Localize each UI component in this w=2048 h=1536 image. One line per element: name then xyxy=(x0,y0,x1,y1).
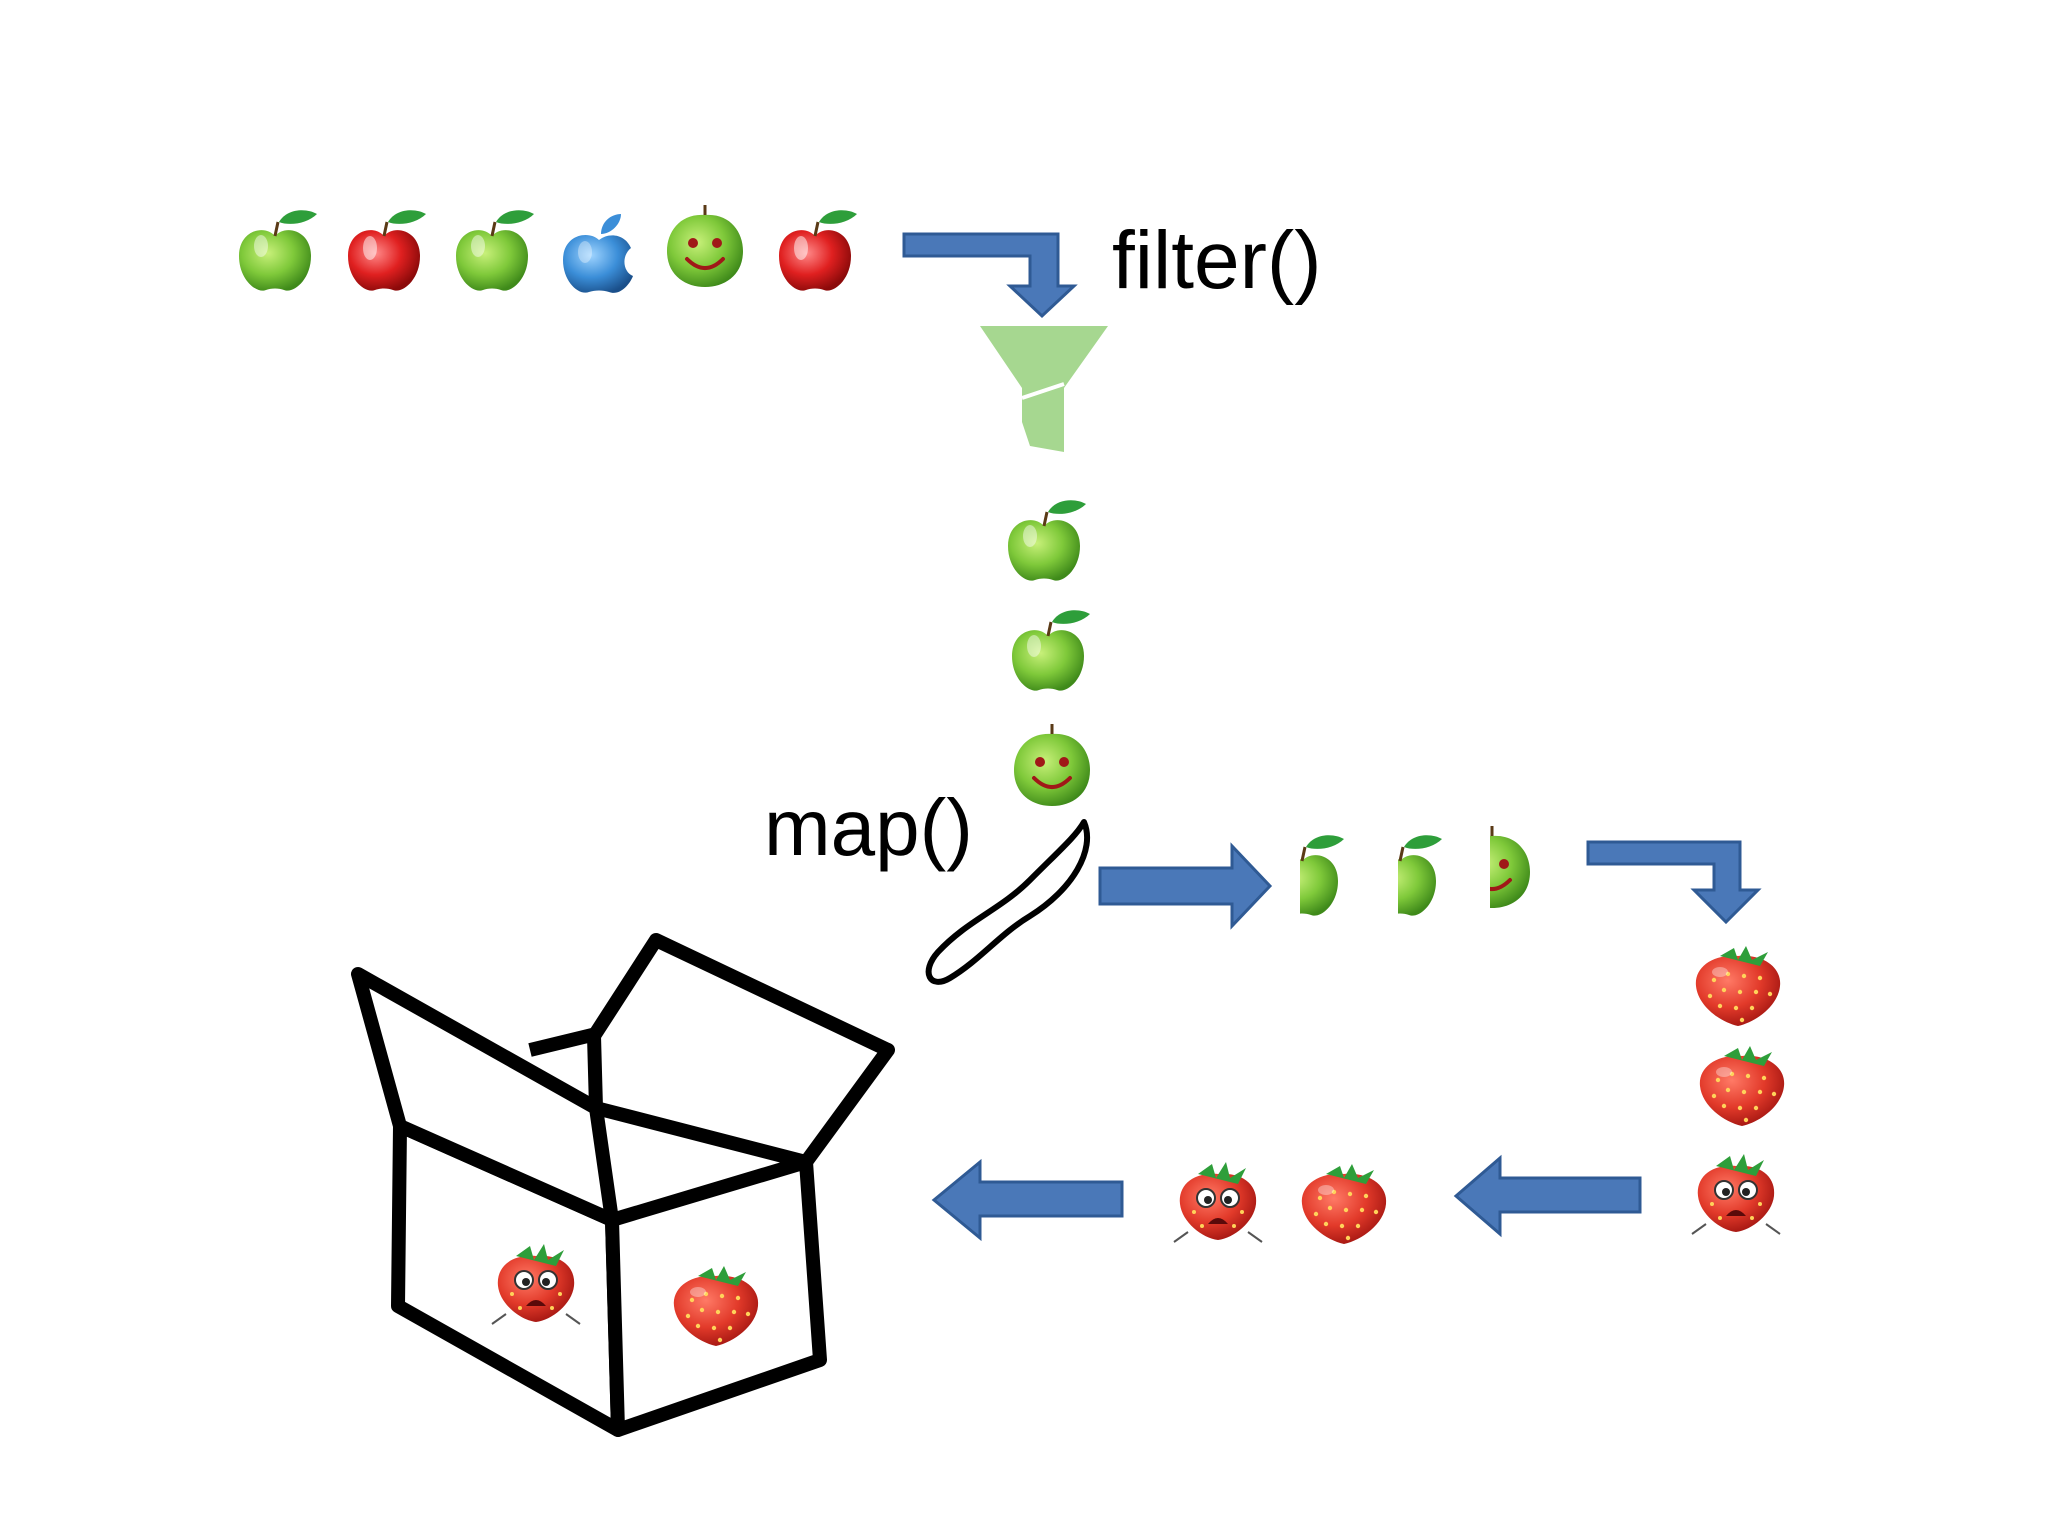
filtered-fruit-column xyxy=(1006,498,1092,808)
strawberry-icon xyxy=(1695,946,1781,1026)
sliced-fruit-row xyxy=(1300,824,1532,918)
worried-strawberry-icon xyxy=(1691,1153,1781,1235)
funnel-icon xyxy=(980,326,1108,452)
input-fruit-row xyxy=(237,203,859,293)
arrow-left-1 xyxy=(1453,1154,1642,1238)
half-green-apple-icon xyxy=(1300,833,1346,918)
green-apple-icon xyxy=(1006,498,1088,583)
green-apple-icon xyxy=(1010,608,1092,693)
half-smiling-green-apple-icon xyxy=(1490,824,1532,910)
strawberry-icon xyxy=(1301,1164,1387,1244)
apple-logo-icon xyxy=(563,214,633,293)
half-green-apple-icon xyxy=(1398,833,1444,918)
red-apple-icon xyxy=(777,208,859,293)
red-apple-icon xyxy=(346,208,428,293)
knife-icon xyxy=(925,819,1091,985)
smiling-green-apple-icon xyxy=(665,203,745,289)
green-apple-icon xyxy=(454,208,536,293)
strawberry-column xyxy=(1691,946,1785,1235)
filter-label: filter() xyxy=(1112,215,1322,306)
green-apple-icon xyxy=(237,208,319,293)
strawberry-icon xyxy=(1699,1046,1785,1126)
map-label: map() xyxy=(764,783,973,872)
arrow-after-map xyxy=(1098,842,1273,930)
strawberry-row xyxy=(1173,1161,1387,1244)
arrow-to-filter xyxy=(902,232,1078,319)
arrow-to-strawberries xyxy=(1586,840,1762,925)
arrow-left-2 xyxy=(931,1158,1124,1242)
worried-strawberry-icon xyxy=(1173,1161,1263,1243)
open-box-icon xyxy=(351,933,895,1437)
smiling-green-apple-icon xyxy=(1012,722,1092,808)
